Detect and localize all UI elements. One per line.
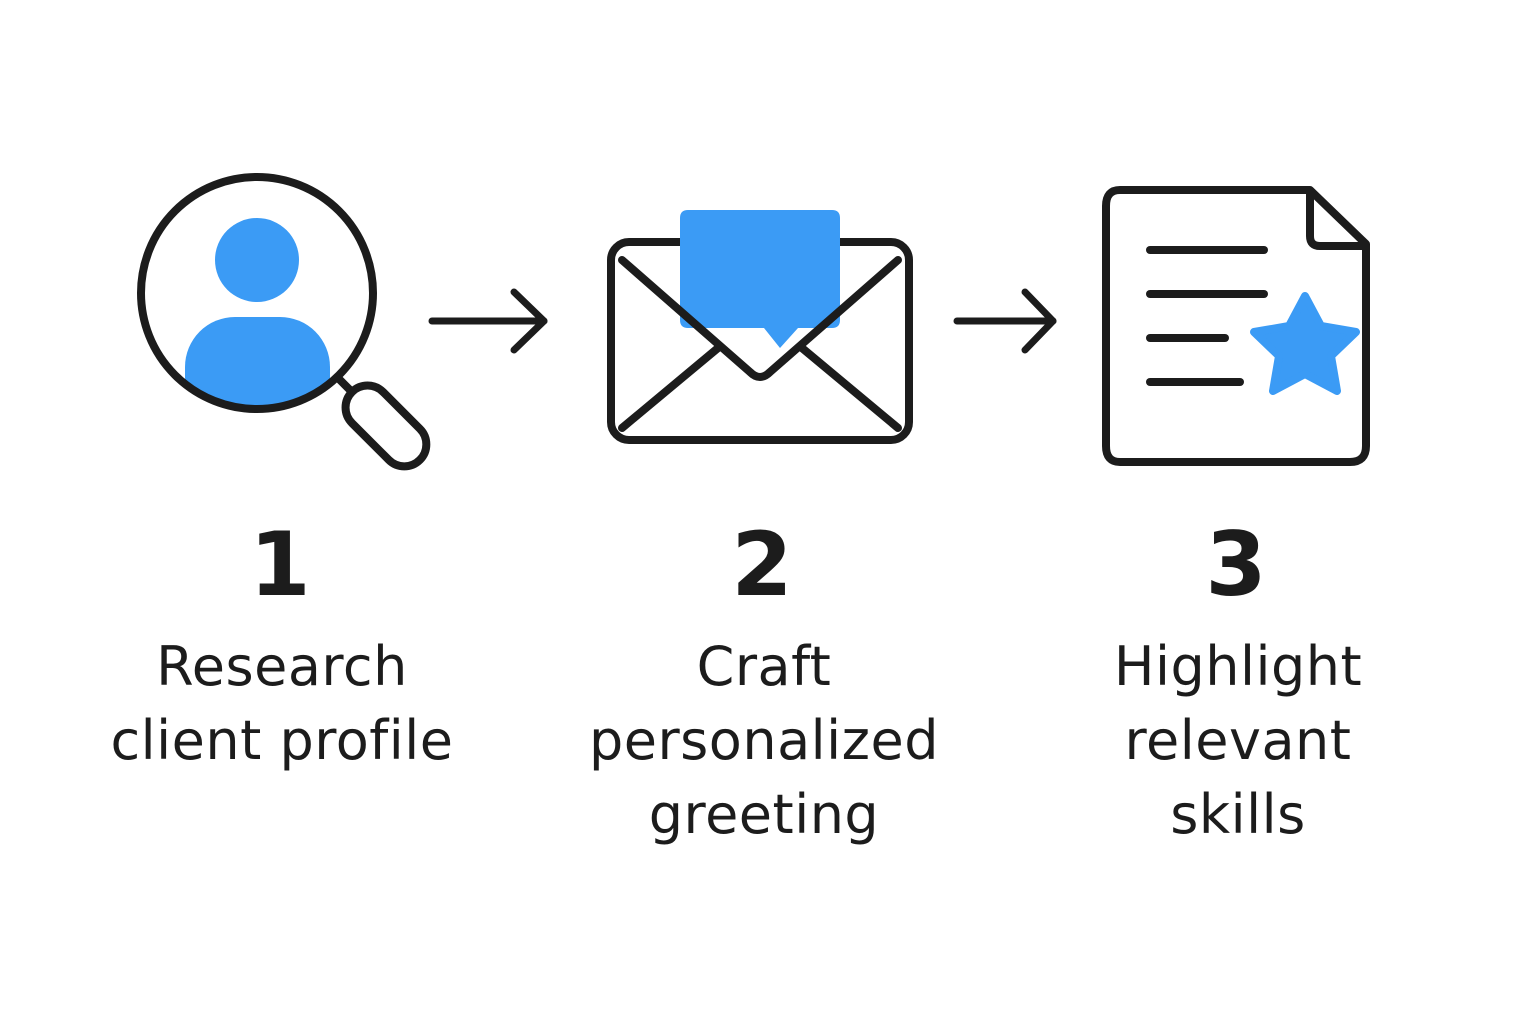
magnifier-user-icon xyxy=(137,173,431,471)
step-label-line: client profile xyxy=(110,709,454,772)
step-label-3: Highlight relevant skills xyxy=(1018,630,1458,852)
step-label-1: Research client profile xyxy=(62,630,502,778)
step-number-2: 2 xyxy=(731,513,793,616)
envelope-message-icon xyxy=(607,210,913,444)
message-bubble xyxy=(680,210,840,348)
arrow-right-icon xyxy=(428,288,548,354)
step-label-2: Craft personalized greeting xyxy=(544,630,984,852)
arrow-right-icon xyxy=(953,288,1057,354)
envelope-flap xyxy=(618,256,902,381)
step-label-line: Highlight xyxy=(1113,635,1363,698)
step-label-line: Craft xyxy=(696,635,832,698)
step-label-line: personalized xyxy=(588,709,940,772)
document-star-icon xyxy=(1102,186,1370,466)
magnifier-lens xyxy=(137,173,377,413)
envelope-fold-left xyxy=(618,344,722,432)
magnifier-handle xyxy=(341,381,431,471)
step-number-1: 1 xyxy=(249,513,311,616)
step-number-3: 3 xyxy=(1205,513,1267,616)
star-icon xyxy=(1250,292,1360,395)
step-label-line: Research xyxy=(156,635,408,698)
user-head xyxy=(215,218,299,302)
envelope-fold-right xyxy=(798,344,902,432)
step-label-line: skills xyxy=(1170,783,1306,846)
step-label-line: relevant xyxy=(1124,709,1352,772)
document-corner-fold xyxy=(1306,190,1366,250)
step-label-line: greeting xyxy=(648,783,880,846)
document-page xyxy=(1102,186,1370,466)
